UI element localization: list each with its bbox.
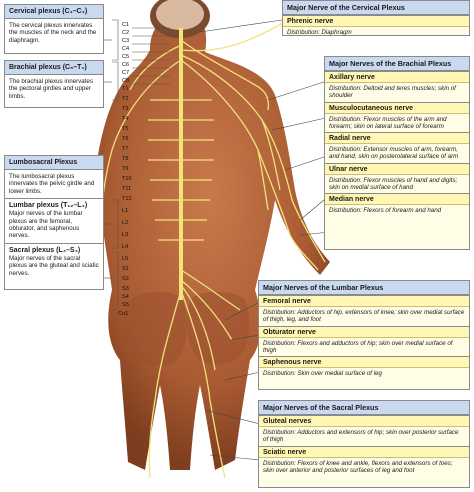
nerve-entry: Axillary nerve Distribution: Deltoid and… (325, 71, 469, 102)
right-leaders (199, 19, 331, 461)
spinal-label: C6 (122, 62, 130, 68)
nerve-name: Axillary nerve (325, 72, 469, 83)
lumbosacral-plexus-box: Lumbosacral Plexus The lumbosacral plexu… (4, 155, 104, 290)
plexus-brackets (104, 19, 119, 311)
sacral-nerves-header: Major Nerves of the Sacral Plexus (259, 401, 469, 415)
nerve-entry: Femoral nerve Distribution: Adductors of… (259, 295, 469, 326)
lumbar-nerves-header: Major Nerves of the Lumbar Plexus (259, 281, 469, 295)
nerve-distribution: Distribution: Flexors and adductors of h… (263, 339, 453, 354)
spinal-label: C1 (122, 22, 130, 28)
nerve-network (99, 13, 326, 479)
nerve-entry: Radial nerve Distribution: Extensor musc… (325, 132, 469, 163)
nerve-entry: Sciatic nerve Distribution: Flexors of k… (259, 445, 469, 477)
nerve-distribution: Distribution: Deltoid and teres muscles;… (329, 85, 456, 100)
nerve-distribution: Distribution: Flexors of knee and ankle,… (263, 459, 453, 474)
spinal-label: C5 (122, 54, 130, 60)
nerve-entry: Ulnar nerve Distribution: Flexor muscles… (325, 162, 469, 194)
gluteal-region (124, 291, 250, 366)
nerve-distribution: Distribution: Adductors of hip, extensor… (263, 309, 465, 324)
spinal-label: T12 (122, 196, 132, 202)
sacral-nerves-box: Major Nerves of the Sacral Plexus Glutea… (258, 400, 470, 488)
nerve-distribution: Distribution: Extensor muscles of arm, f… (329, 146, 459, 161)
spinal-label: L3 (122, 232, 129, 238)
nerve-name: Femoral nerve (259, 296, 469, 307)
nerve-name: Median nerve (325, 194, 469, 206)
sacral-plexus-section: Sacral plexus (L₄–S₄) Major nerves of th… (5, 242, 103, 280)
spinal-label: C8 (122, 78, 130, 84)
spinal-label: T3 (122, 106, 129, 112)
spinal-label: S4 (122, 294, 129, 300)
spinal-label: T6 (122, 136, 129, 142)
nerve-entry: Musculocutaneous nerve Distribution: Fle… (325, 101, 469, 133)
nerve-name: Gluteal nerves (259, 416, 469, 427)
nerve-entry: Saphenous nerve Distribution: Skin over … (259, 356, 469, 379)
cervical-nerves-box: Major Nerve of the Cervical Plexus Phren… (282, 0, 470, 36)
cervical-nerves-header: Major Nerve of the Cervical Plexus (283, 1, 469, 15)
nerve-distribution: Distribution: Diaphragm (287, 29, 352, 36)
nerve-distribution: Distribution: Flexor muscles of the arm … (329, 115, 447, 130)
spinal-label: T11 (122, 186, 132, 192)
spinal-label: T1 (122, 86, 129, 92)
spinal-label: C4 (122, 46, 130, 52)
lumbosacral-plexus-text: The lumbosacral plexus innervates the pe… (9, 173, 95, 195)
spinal-label: S1 (122, 266, 129, 272)
spinal-label: C2 (122, 30, 130, 36)
brachial-nerves-box: Major Nerves of the Brachial Plexus Axil… (324, 56, 470, 250)
nerve-name: Radial nerve (325, 133, 469, 145)
spinal-label: S2 (122, 276, 129, 282)
nerve-entry: Median nerve Distribution: Flexors of fo… (325, 193, 469, 216)
lumbar-plexus-title: Lumbar plexus (T₁₂–L₄) (9, 202, 88, 210)
nerve-distribution: Distribution: Flexor muscles of hand and… (329, 176, 458, 192)
spinal-label: L4 (122, 244, 129, 250)
lumbar-plexus-section: Lumbar plexus (T₁₂–L₄) Major nerves of t… (5, 198, 103, 243)
cervical-plexus-box: Cervical plexus (C₁–C₄) The cervical ple… (4, 4, 104, 54)
spinal-label: C7 (122, 70, 130, 76)
nerve-name: Phrenic nerve (283, 16, 469, 27)
nerve-entry: Gluteal nerves Distribution: Adductors a… (259, 415, 469, 446)
nerve-distribution: Distribution: Adductors and extensors of… (263, 429, 459, 444)
spinal-label: S3 (122, 286, 129, 292)
cervical-plexus-text: The cervical plexus innervates the muscl… (9, 22, 97, 44)
label-leaders (132, 27, 170, 85)
nerve-name: Obturator nerve (259, 326, 469, 338)
spinal-label: T9 (122, 166, 129, 172)
brachial-plexus-text: The brachial plexus innervates the pecto… (9, 78, 93, 100)
spinal-label: T7 (122, 146, 129, 152)
spinal-label: L2 (122, 220, 129, 226)
nerve-entry: Phrenic nerve Distribution: Diaphragm (283, 15, 469, 38)
spinal-label: T5 (122, 126, 129, 132)
brachial-plexus-title: Brachial plexus (C₅–T₁) (5, 61, 103, 75)
lumbar-nerves-box: Major Nerves of the Lumbar Plexus Femora… (258, 280, 470, 390)
spinal-label: S5 (122, 302, 129, 308)
sacral-plexus-text: Major nerves of the sacral plexus are th… (9, 254, 99, 277)
spinal-label: L1 (122, 208, 129, 214)
spinal-label: T4 (122, 116, 129, 122)
lumbosacral-plexus-title: Lumbosacral Plexus (5, 156, 103, 170)
nerve-name: Musculocutaneous nerve (325, 102, 469, 114)
brachial-plexus-box: Brachial plexus (C₅–T₁) The brachial ple… (4, 60, 104, 108)
spinal-label: T2 (122, 96, 129, 102)
lumbar-plexus-text: Major nerves of the lumbar plexus are th… (9, 210, 83, 240)
nerve-distribution: Distribution: Flexors of forearm and han… (329, 207, 442, 215)
nerve-distribution: Distribution: Skin over medial surface o… (263, 370, 382, 378)
nerve-name: Ulnar nerve (325, 163, 469, 175)
spinal-label: L5 (122, 256, 129, 262)
brain (156, 0, 204, 30)
cervical-plexus-title: Cervical plexus (C₁–C₄) (5, 5, 103, 19)
brachial-nerves-header: Major Nerves of the Brachial Plexus (325, 57, 469, 71)
spinal-label: T8 (122, 156, 129, 162)
spinal-label: Co1 (118, 311, 129, 317)
spinal-label: C3 (122, 38, 130, 44)
nerve-entry: Obturator nerve Distribution: Flexors an… (259, 325, 469, 357)
spinal-label: T10 (122, 176, 132, 182)
nerve-name: Saphenous nerve (259, 357, 469, 369)
sacral-plexus-title: Sacral plexus (L₄–S₄) (9, 246, 81, 254)
nerve-name: Sciatic nerve (259, 446, 469, 458)
